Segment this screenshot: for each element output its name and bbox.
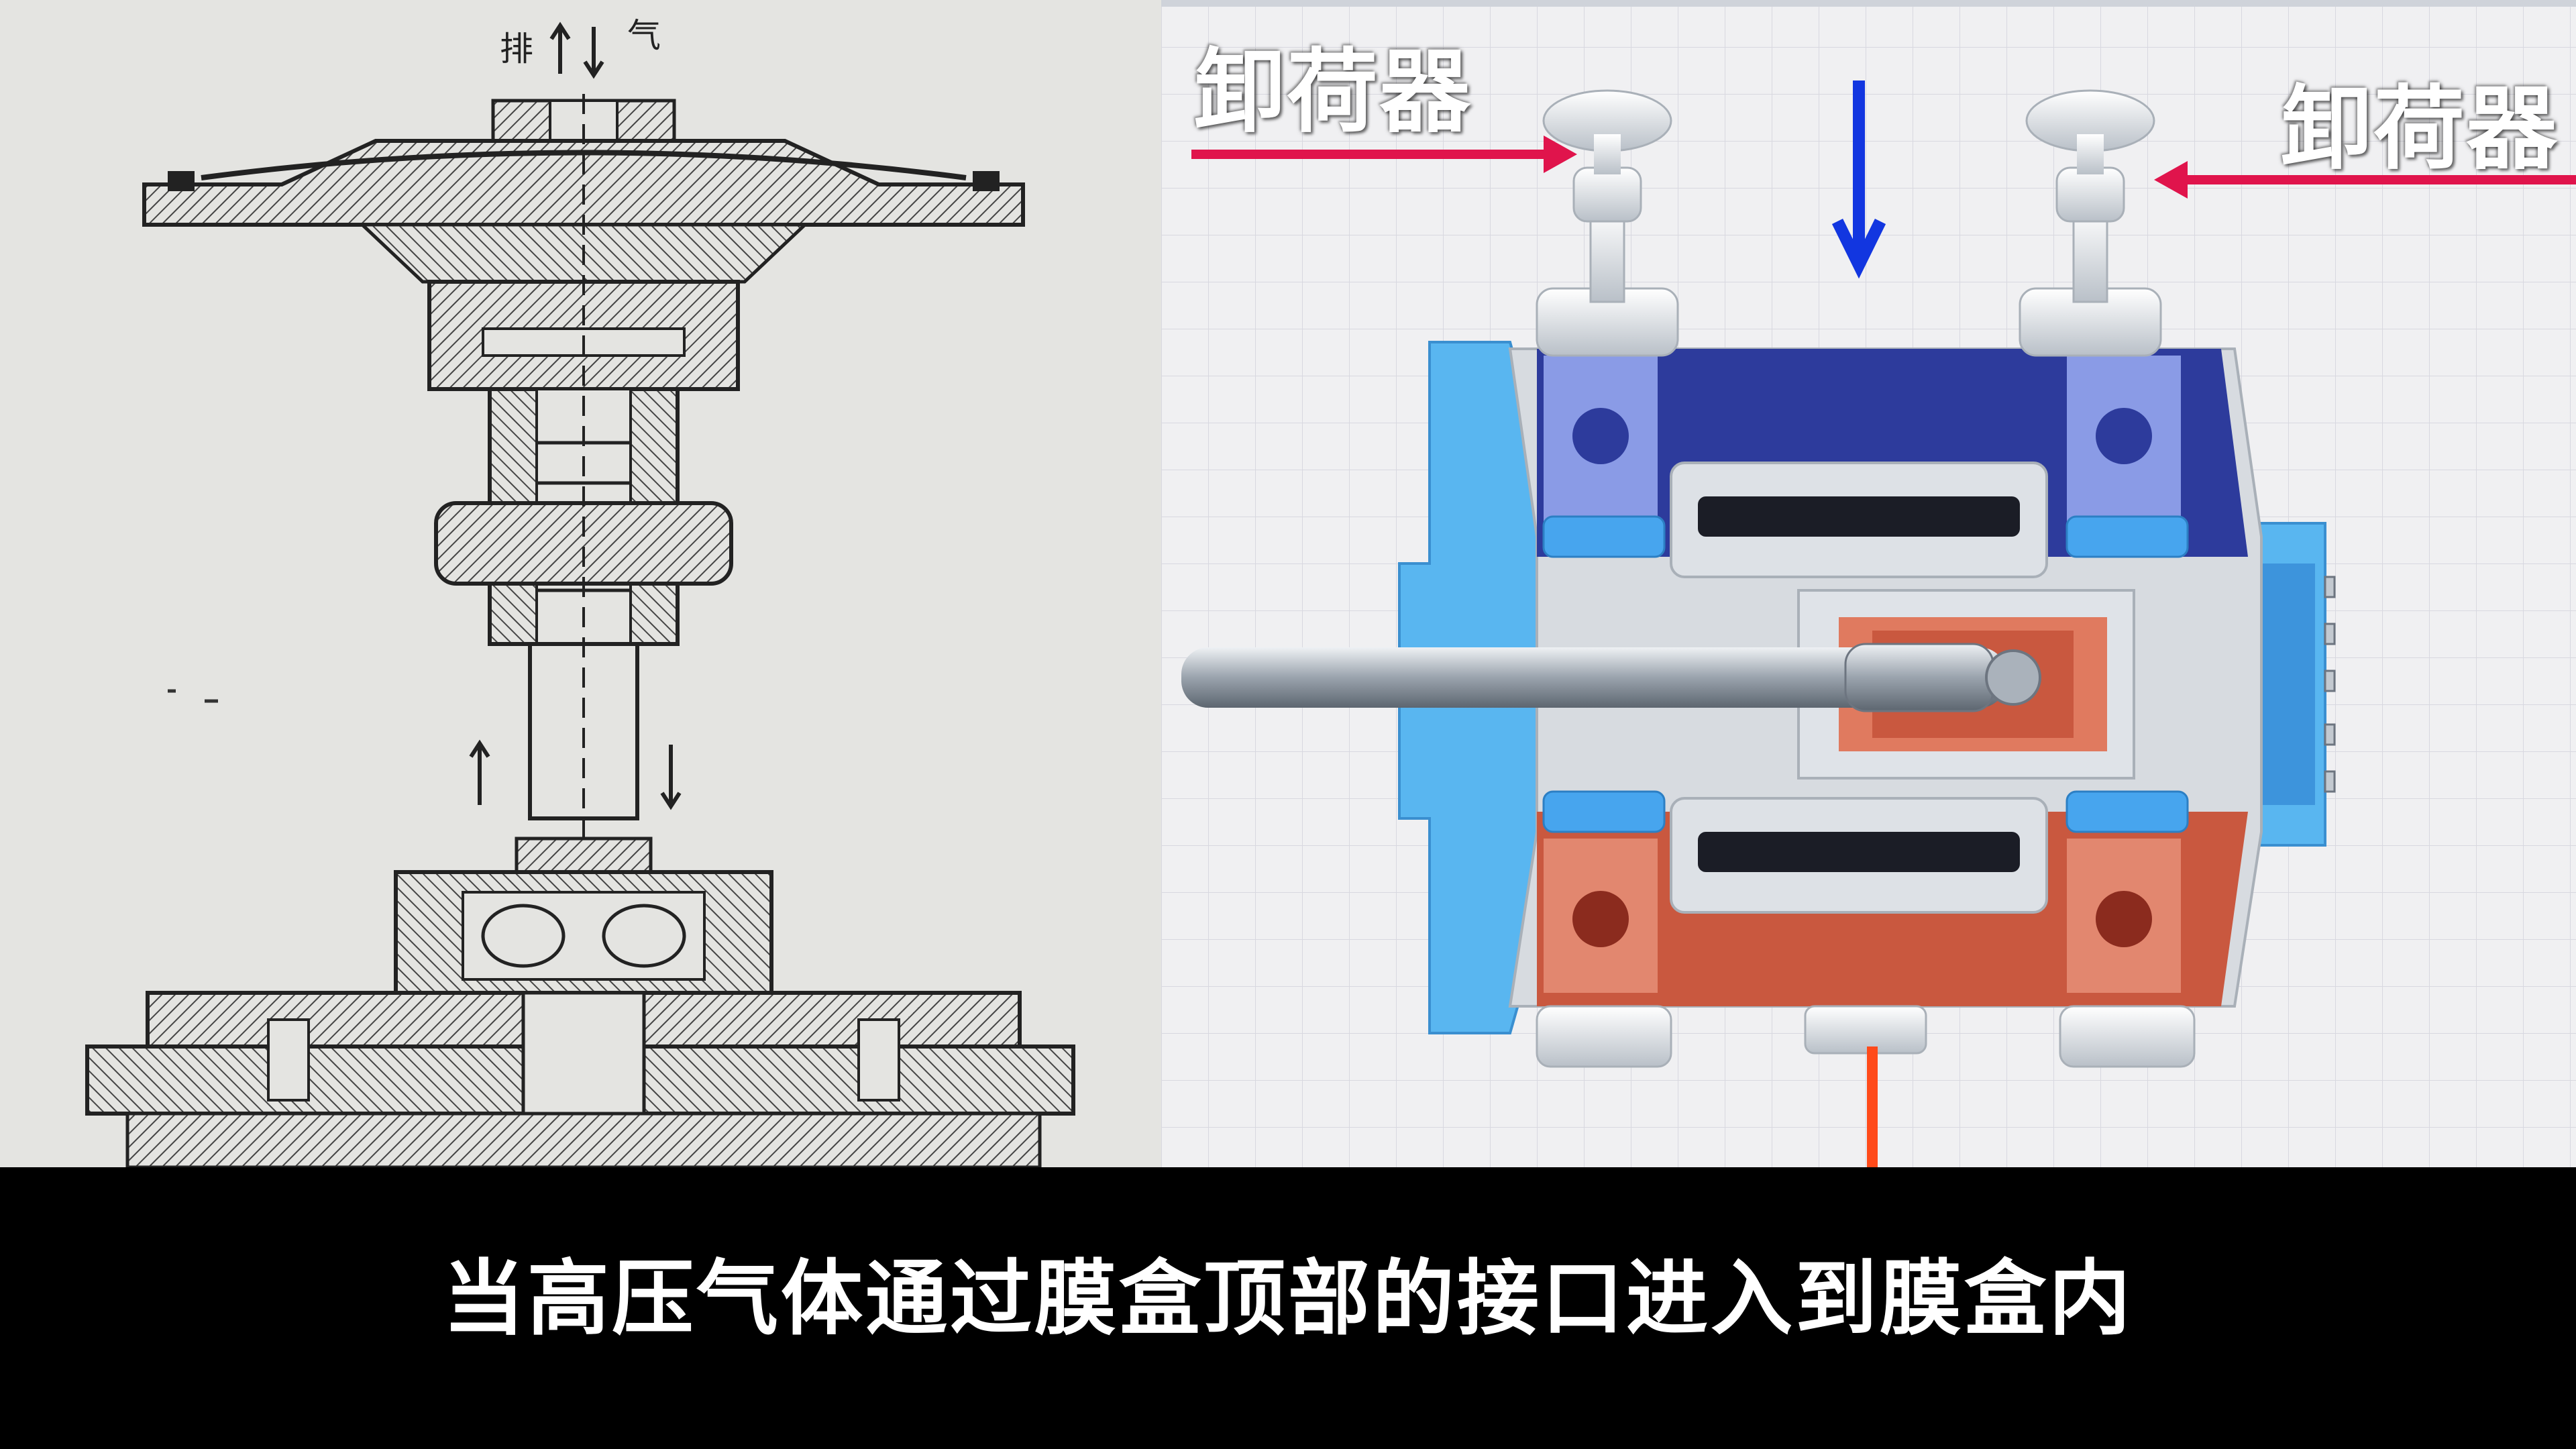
up-arrow-icon <box>549 21 571 74</box>
subtitle-text: 当高压气体通过膜盒顶部的接口进入到膜盒内 <box>443 1250 2133 1346</box>
inflow-arrow-icon <box>1831 80 1886 279</box>
technical-drawing-panel: 排 气 <box>0 0 1161 1167</box>
cross-section-drawing: 排 气 <box>85 16 1075 1167</box>
unloader-label-left: 卸荷器 <box>1194 40 1472 146</box>
compressor-cutaway-illustration <box>1161 0 2576 1167</box>
compressor-cutaway-panel <box>1161 0 2576 1167</box>
top-label-left: 排 <box>500 30 533 68</box>
subtitle-bar: 当高压气体通过膜盒顶部的接口进入到膜盒内 <box>0 1167 2576 1449</box>
top-label-right: 气 <box>627 16 661 55</box>
stem-up-arrow-icon <box>469 739 490 805</box>
stem-down-arrow-icon <box>660 745 682 810</box>
down-arrow-icon <box>583 27 604 79</box>
outflow-stream-icon <box>1867 1046 1878 1167</box>
unloader-label-right: 卸荷器 <box>2281 76 2559 182</box>
